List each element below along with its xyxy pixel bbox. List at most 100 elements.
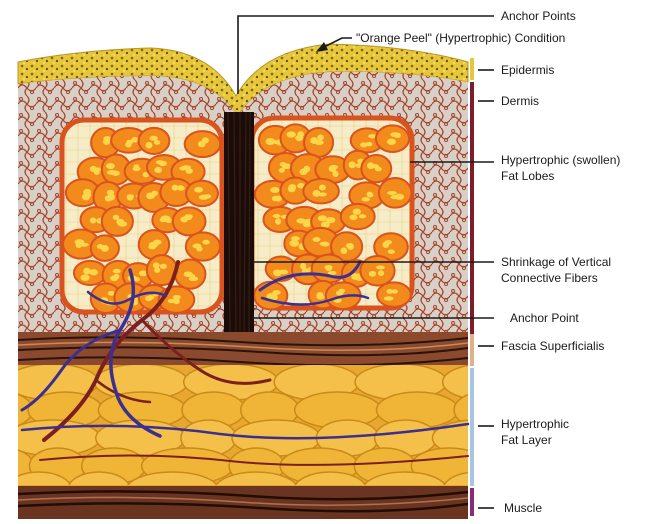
fat-droplet: [83, 268, 91, 275]
fat-droplet: [367, 192, 373, 197]
fat-droplet: [189, 276, 199, 281]
fat-droplet: [113, 215, 120, 220]
fat-droplet: [145, 296, 152, 302]
fat-lobe: [303, 179, 339, 204]
fat-layer-bar: [470, 368, 474, 486]
fat-droplet: [378, 270, 384, 276]
fat-droplet: [180, 216, 188, 222]
label-anchor-points: Anchor Points: [501, 9, 576, 23]
fat-droplet: [154, 167, 162, 173]
fat-droplet: [341, 247, 348, 254]
fat-droplet: [369, 271, 376, 277]
label-fascia: Fascia Superficialis: [501, 339, 604, 353]
fat-droplet: [113, 269, 121, 274]
fat-droplet: [353, 208, 361, 214]
fat-droplet: [279, 168, 285, 173]
fat-droplet: [296, 218, 306, 223]
fat-droplet: [118, 221, 128, 226]
fat-droplet: [275, 218, 281, 225]
fat-droplet: [301, 168, 309, 172]
fat-droplet: [295, 135, 303, 141]
fat-droplet: [160, 264, 167, 269]
fat-droplet: [90, 217, 97, 223]
fat-droplet: [316, 292, 323, 299]
dermis-bar: [470, 82, 474, 334]
fat-droplet: [131, 137, 138, 143]
connective-fiber-band: [224, 112, 254, 332]
fat-droplet: [359, 214, 366, 218]
fat-droplet: [149, 136, 157, 141]
label-orange-peel: "Orange Peel" (Hypertrophic) Condition: [356, 31, 565, 45]
fat-lobe: [377, 282, 411, 306]
fat-droplet: [204, 194, 212, 198]
muscle-bar: [470, 488, 474, 516]
fat-droplet: [390, 132, 399, 137]
fat-droplet: [324, 265, 332, 270]
fat-droplet: [159, 161, 167, 166]
fat-droplet: [390, 195, 399, 199]
fat-droplet: [272, 290, 281, 295]
label-shrinkage-1: Shrinkage of Vertical: [501, 255, 611, 269]
fat-droplet: [81, 274, 90, 281]
fat-droplet: [75, 239, 85, 245]
fat-droplet: [367, 162, 374, 169]
fat-droplet: [388, 250, 395, 254]
fat-droplet: [133, 167, 141, 171]
fat-lobe: [360, 256, 394, 286]
fat-cell: [443, 364, 526, 400]
fat-droplet: [280, 162, 287, 167]
fat-droplet: [315, 140, 324, 145]
fat-droplet: [313, 190, 321, 197]
fat-droplet: [107, 170, 117, 175]
label-fat-lobes-2: Fat Lobes: [501, 169, 554, 183]
fat-droplet: [113, 274, 119, 279]
label-fat-layer-2: Fat Layer: [501, 433, 552, 447]
fat-lobe: [341, 204, 375, 229]
top-caption: ...: [168, 0, 178, 1]
fat-droplet: [376, 265, 385, 269]
fat-droplet: [273, 214, 281, 218]
fat-droplet: [349, 161, 356, 168]
fat-lobe: [173, 207, 206, 235]
label-anchor-point: Anchor Point: [510, 311, 579, 325]
fat-droplet: [153, 262, 160, 268]
fat-droplet: [347, 243, 354, 250]
fat-lobe: [186, 181, 218, 206]
fat-droplet: [270, 187, 280, 193]
fat-droplet: [320, 242, 329, 246]
label-epidermis: Epidermis: [501, 63, 554, 77]
fat-droplet: [153, 240, 161, 245]
epidermis-bar: [470, 58, 474, 80]
fat-droplet: [287, 131, 296, 137]
fat-droplet: [265, 138, 275, 145]
fat-droplet: [82, 193, 90, 200]
fat-droplet: [173, 295, 181, 299]
fat-droplet: [272, 196, 279, 202]
fat-droplet: [106, 163, 115, 169]
fat-lobe: [139, 128, 170, 154]
fat-droplet: [147, 194, 155, 199]
fat-droplet: [176, 185, 184, 190]
fat-droplet: [154, 267, 160, 273]
fat-droplet: [278, 270, 288, 275]
fat-droplet: [318, 215, 327, 221]
fat-droplet: [148, 245, 156, 250]
fat-droplet: [160, 218, 167, 223]
fat-droplet: [154, 140, 161, 145]
fat-droplet: [184, 271, 193, 277]
label-shrinkage-2: Connective Fibers: [501, 271, 598, 285]
fat-droplet: [145, 142, 152, 149]
fat-droplet: [97, 244, 103, 248]
fat-droplet: [317, 134, 324, 140]
fat-droplet: [362, 197, 370, 201]
fat-droplet: [300, 263, 306, 270]
fat-droplet: [168, 299, 177, 304]
fat-droplet: [384, 296, 394, 300]
fat-droplet: [185, 168, 193, 174]
fat-lobe: [186, 232, 220, 260]
fat-droplet: [193, 244, 202, 249]
fat-droplet: [349, 215, 357, 221]
label-dermis: Dermis: [501, 94, 539, 108]
fat-droplet: [312, 237, 320, 242]
fat-droplet: [336, 291, 344, 296]
